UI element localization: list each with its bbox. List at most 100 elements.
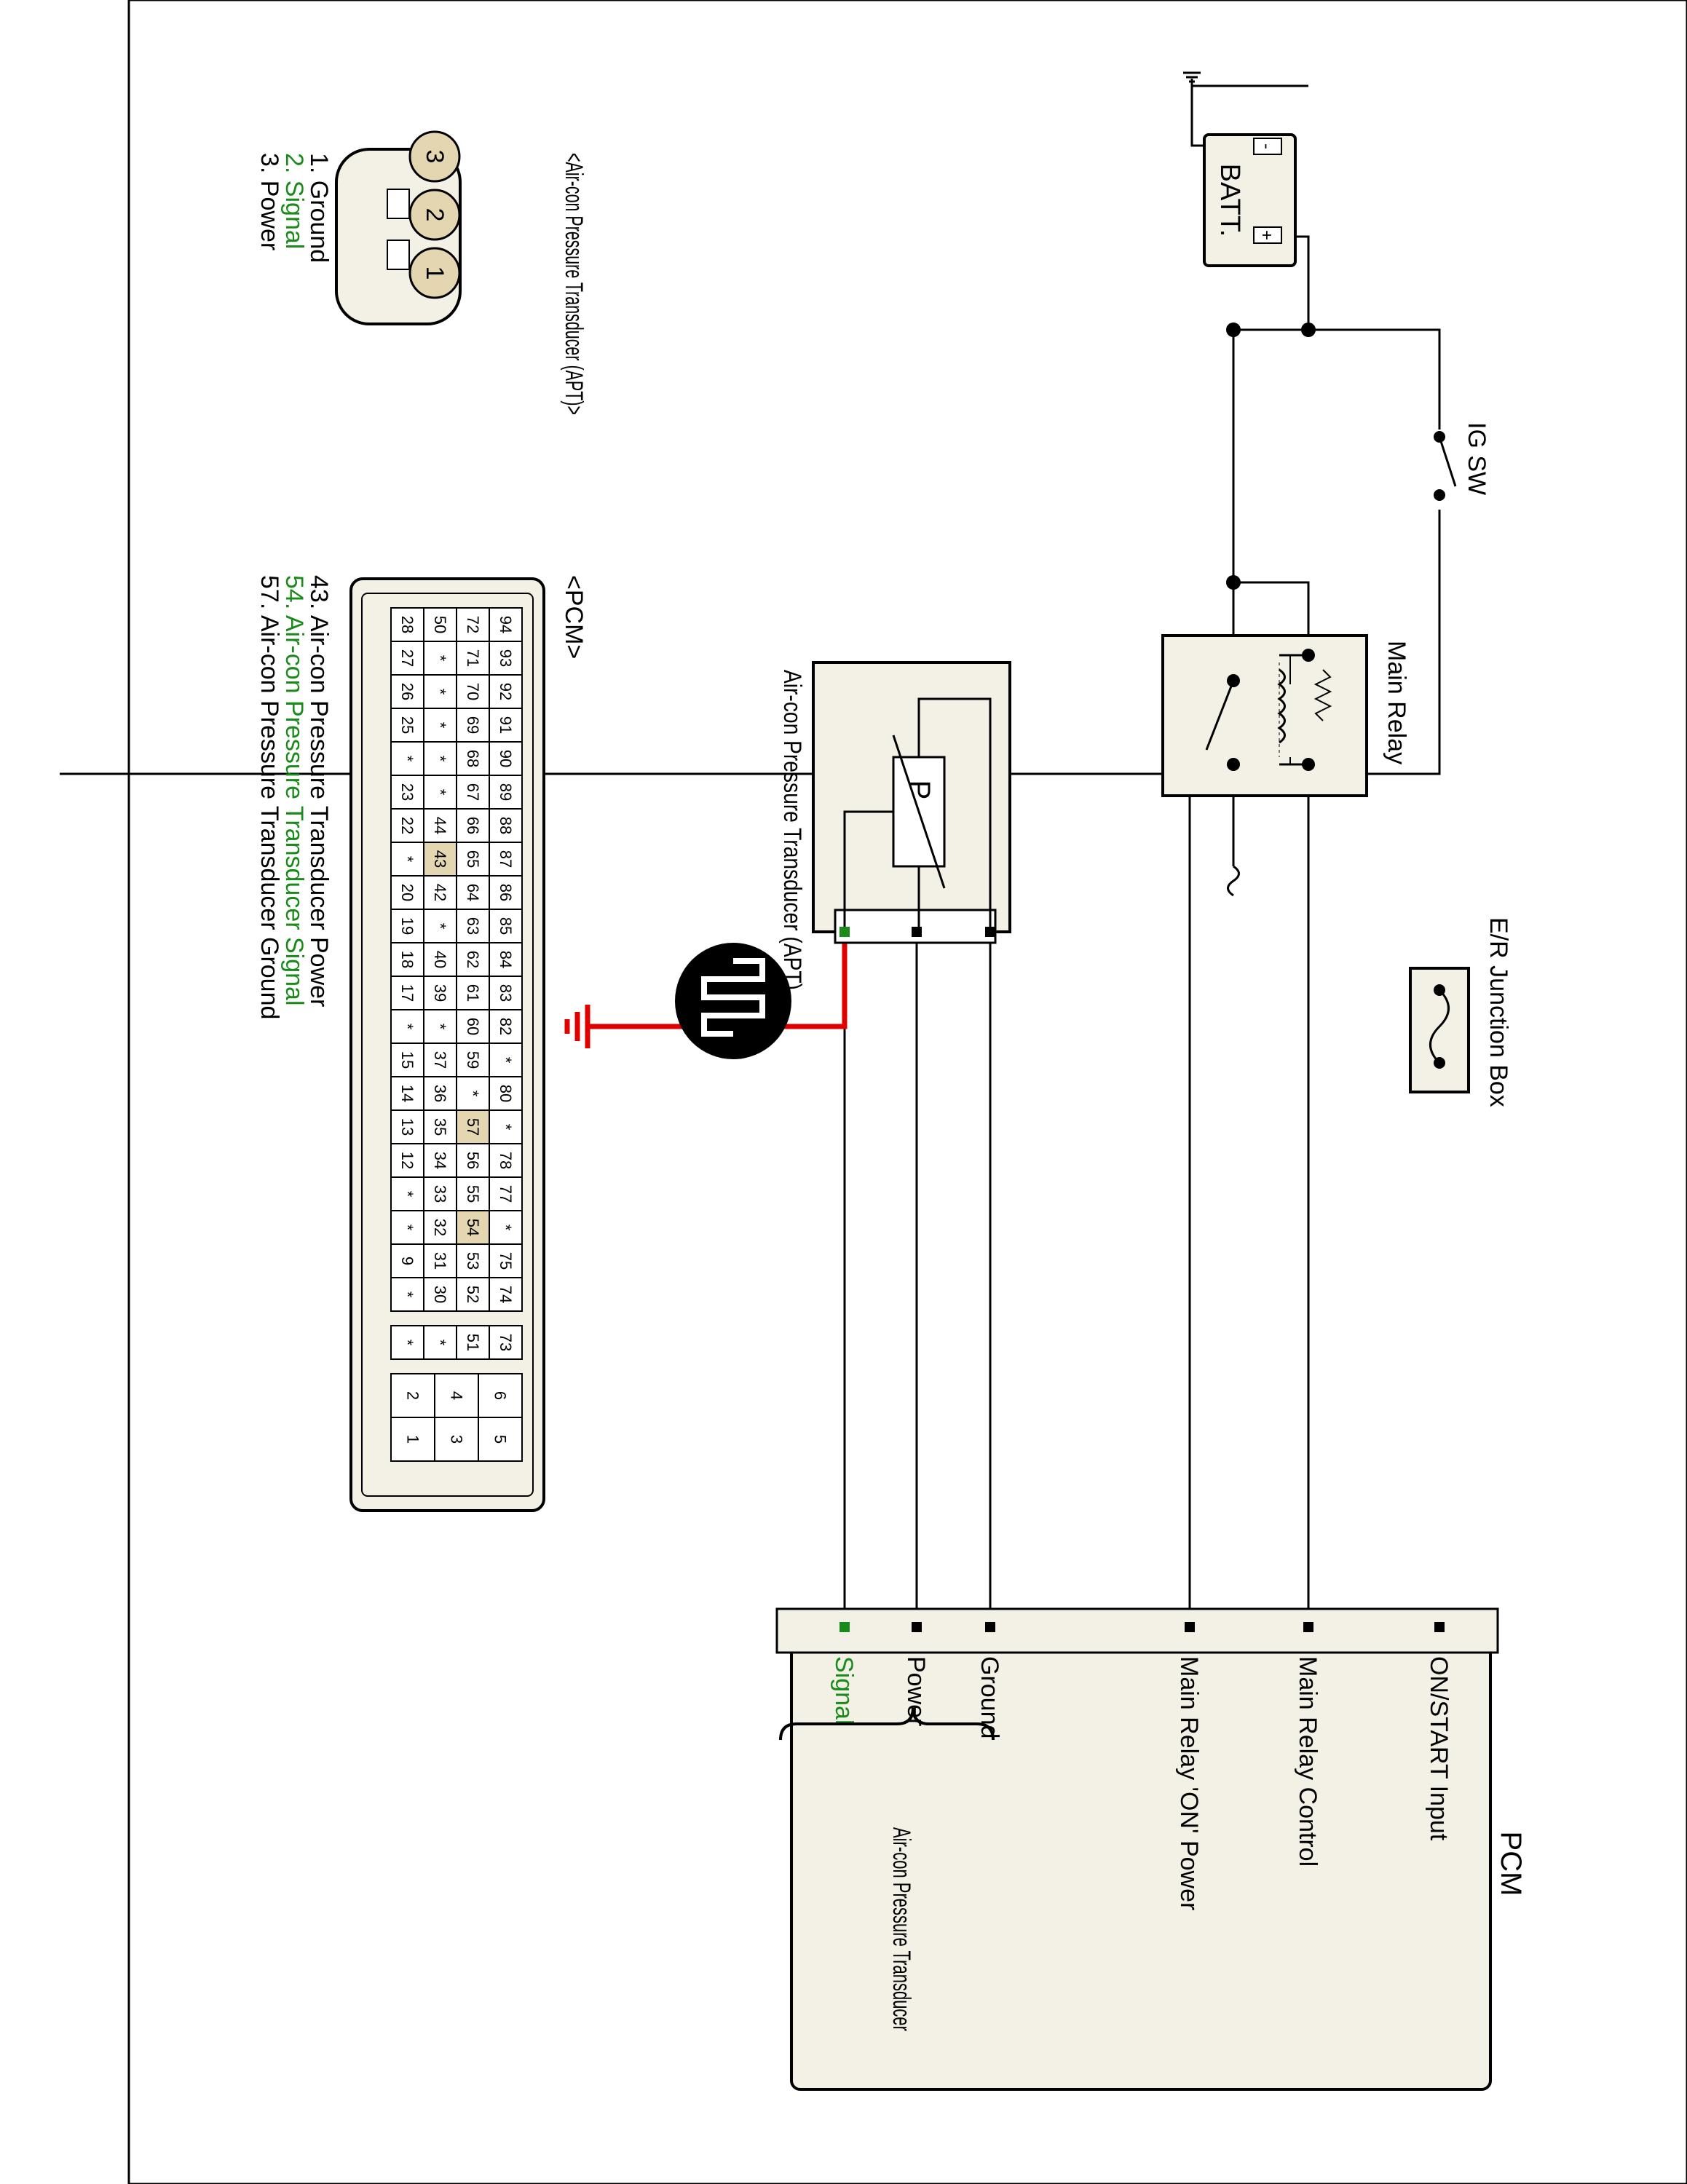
pcm-connector-pin: 37 (431, 1051, 449, 1069)
pcm-connector-pin: 18 (398, 951, 416, 968)
pcm-connector-pin: 50 (431, 616, 449, 633)
pcm-connector-pin: 84 (497, 951, 515, 968)
pcm-connector-pin: 43 (431, 850, 449, 868)
apt-connector-title: <Air-con Pressure Transducer (APT)> (560, 153, 588, 415)
pcm-connector-pin: 6 (491, 1391, 510, 1400)
pcm-pin-label: Power (902, 1656, 930, 1726)
pcm-connector-pin: 12 (398, 1152, 416, 1169)
pcm-connector-pin: 14 (398, 1085, 416, 1102)
pcm-connector-pin: 42 (431, 884, 449, 901)
pcm-connector-pin: 19 (398, 917, 416, 935)
pcm-connector-pin: * (398, 1191, 416, 1198)
apt-pin (408, 130, 461, 183)
ig-switch-label: IG SW (1463, 422, 1490, 495)
pcm-connector-pin: * (398, 756, 416, 762)
pcm-connector-pin: * (431, 756, 449, 762)
page-border (127, 0, 1687, 2184)
pcm-connector-pin: 9 (398, 1257, 416, 1265)
apt-pin-number: 1 (421, 266, 449, 280)
pcm-connector-pin: 34 (431, 1152, 449, 1169)
pcm-pin-label: Main Relay Control (1294, 1656, 1321, 1867)
pcm-connector-pin: 30 (431, 1286, 449, 1303)
pcm-connector-cell (390, 1277, 424, 1312)
pcm-connector-pin: 77 (497, 1185, 515, 1203)
pcm-legend-item: 57. Air-con Pressure Transducer Ground (256, 575, 283, 1019)
pcm-connector-pin: 62 (464, 951, 482, 968)
pcm-pin-terminal (839, 1622, 850, 1632)
pcm-connector-pin: 3 (448, 1435, 466, 1444)
pcm-connector-pin: * (431, 722, 449, 729)
pcm-connector-pin: 68 (464, 750, 482, 767)
pcm-pin-terminal (912, 1622, 922, 1632)
pcm-connector-pin: 80 (497, 1085, 515, 1102)
pcm-connector-pin: 2 (404, 1391, 422, 1400)
pcm-connector-pin: 56 (464, 1152, 482, 1169)
pcm-label: PCM (1495, 1832, 1527, 1896)
pcm-connector-pin: 91 (497, 716, 515, 734)
pcm-connector-pin: * (398, 1224, 416, 1231)
pcm-connector-pin: 90 (497, 750, 515, 767)
apt-legend-item: 1. Ground (305, 153, 333, 263)
pcm-connector-pin: 66 (464, 817, 482, 834)
pcm-connector-title: <PCM> (560, 575, 588, 659)
pcm-connector-pin: * (431, 789, 449, 796)
pcm-connector-pin: 94 (497, 616, 515, 633)
pcm-pin-label: Signal (830, 1656, 858, 1725)
pcm-connector-pin: * (431, 923, 449, 930)
pcm-connector-pin: 5 (491, 1435, 510, 1444)
pcm-connector-pin: * (497, 1057, 515, 1064)
pcm-connector-pin: 26 (398, 683, 416, 700)
pcm-connector-pin: * (431, 1024, 449, 1030)
pcm-connector-pin: 33 (431, 1185, 449, 1203)
pcm-connector-pin: 72 (464, 616, 482, 633)
battery-neg-label: - (1257, 143, 1276, 149)
junction-box-label: E/R Junction Box (1485, 917, 1512, 1107)
pcm-connector-pin: 86 (497, 884, 515, 901)
pcm-connector-pin: * (497, 1124, 515, 1131)
pcm-connector-pin: * (398, 1024, 416, 1030)
pcm-connector-pin: 82 (497, 1018, 515, 1035)
relay-ground-symbol (1227, 865, 1240, 897)
pcm-connector-pin: * (398, 856, 416, 863)
wires (60, 71, 1441, 1627)
pcm-connector-pin: 87 (497, 850, 515, 868)
pcm-connector-pin: 61 (464, 984, 482, 1002)
pcm-connector-pin: 67 (464, 783, 482, 801)
pcm-connector: <PCM> 94939291908988878685848382*80*7877… (256, 575, 588, 1512)
sensor-label: Air-con Pressure Transducer (APT) (778, 670, 806, 990)
pcm-connector-pin: 60 (464, 1018, 482, 1035)
junction-box: E/R Junction Box (1409, 917, 1512, 1107)
pcm-pin-label: Main Relay 'ON' Power (1175, 1656, 1203, 1910)
pcm-connector-pin: 40 (431, 951, 449, 968)
pcm-connector-pin: 92 (497, 683, 515, 700)
apt-pin-number: 3 (421, 150, 449, 164)
pcm-connector-pin: 83 (497, 984, 515, 1002)
pcm-connector-pin: 70 (464, 683, 482, 700)
pcm-connector-pin: 54 (464, 1219, 482, 1236)
pcm-connector-pin: * (431, 655, 449, 662)
pcm-connector-pin: 28 (398, 616, 416, 633)
main-relay: Main Relay (1161, 634, 1410, 797)
pcm-connector-pin: 74 (497, 1286, 515, 1303)
pcm-connector-pin: 51 (464, 1334, 482, 1351)
pcm-legend-item: 54. Air-con Pressure Transducer Signal (280, 575, 308, 1006)
pcm-group-label: Air-con Pressure Transducer (888, 1827, 915, 2031)
ig-switch: IG SW (1431, 422, 1490, 510)
main-relay-label: Main Relay (1383, 641, 1410, 764)
pcm-module: PCM (775, 1607, 1527, 2091)
pcm-connector-pin: * (431, 689, 449, 695)
pcm-connector-pin: 39 (431, 984, 449, 1002)
pcm-connector-pin: 20 (398, 884, 416, 901)
pcm-connector-pin: 71 (464, 649, 482, 667)
pcm-connector-pin: 64 (464, 884, 482, 901)
pcm-connector-pin: 88 (497, 817, 515, 834)
pcm-connector-pin: * (431, 1340, 449, 1346)
pcm-pin-terminal (1185, 1622, 1195, 1632)
pcm-connector-pin: 52 (464, 1286, 482, 1303)
pcm-connector-pin: 35 (431, 1118, 449, 1136)
pcm-connector-pin: 59 (464, 1051, 482, 1069)
pcm-connector-pin: 73 (497, 1334, 515, 1351)
pcm-connector-pin: 63 (464, 917, 482, 935)
pcm-connector-pin: 31 (431, 1252, 449, 1270)
battery-pos-label: + (1257, 230, 1276, 240)
